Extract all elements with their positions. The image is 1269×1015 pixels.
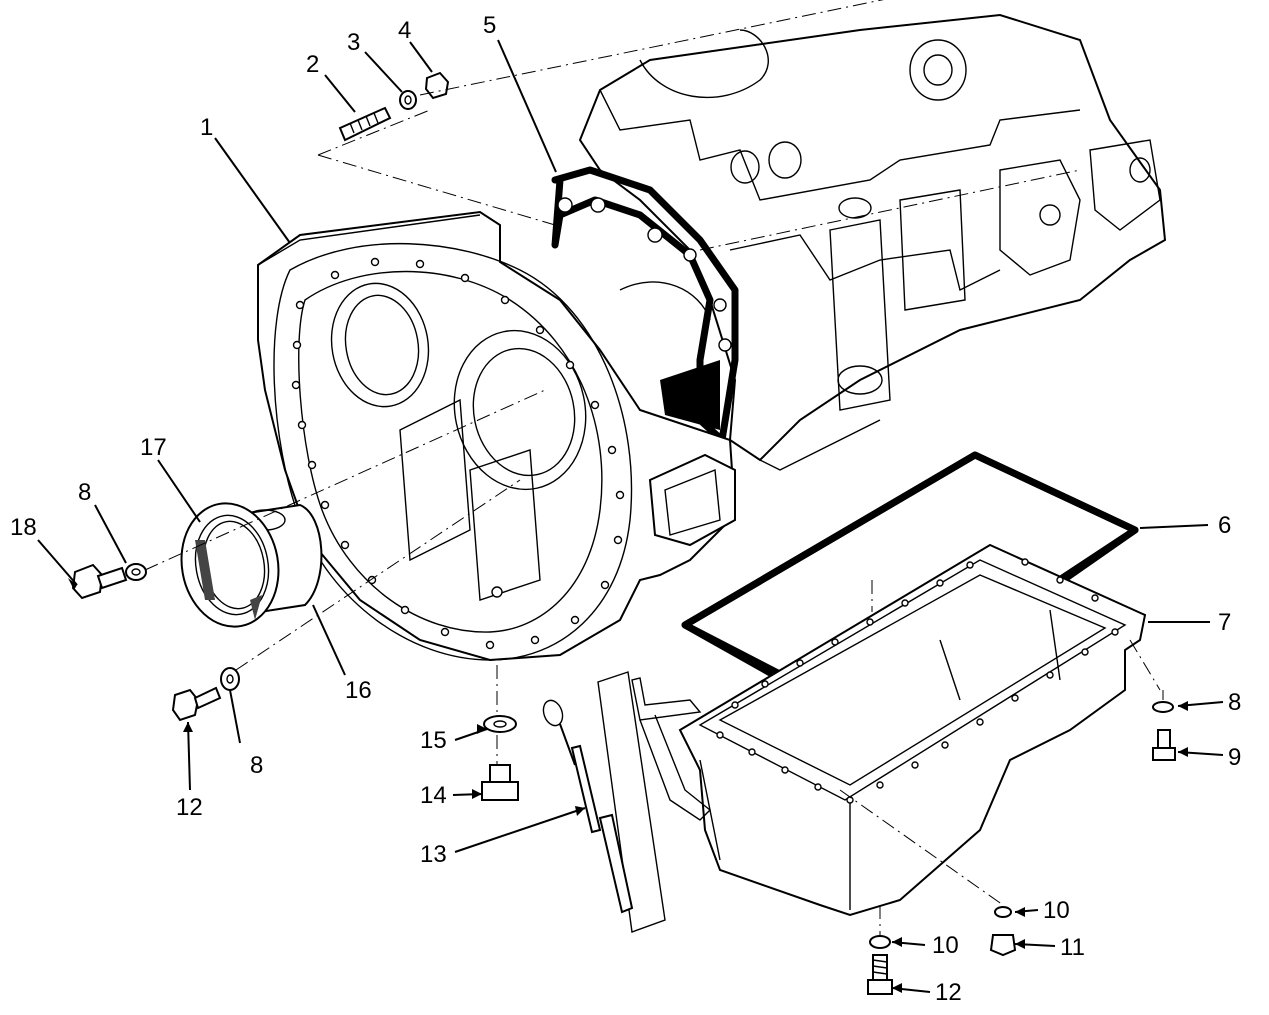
washer-10-upper: [994, 906, 1012, 918]
callout-1: 1: [200, 114, 213, 141]
flywheel-housing: [257, 210, 737, 662]
callout-10-lower: 10: [932, 932, 959, 959]
callout-16: 16: [345, 677, 372, 704]
callout-13: 13: [420, 841, 447, 868]
rear-seal: [180, 502, 280, 628]
oil-pan-bolt-holes: [716, 558, 1119, 804]
callout-4: 4: [398, 17, 411, 44]
housing-bolt-holes: [291, 257, 625, 650]
oil-pan: [631, 543, 1147, 917]
callout-12-left: 12: [176, 794, 203, 821]
callout-6: 6: [1218, 512, 1231, 539]
nut: [424, 71, 450, 100]
arrowheads: [68, 578, 1188, 993]
center-lines: [144, 0, 1164, 935]
bolt-9: [1152, 729, 1176, 761]
washer-8-left-hole: [131, 568, 141, 576]
callout-17: 17: [140, 434, 167, 461]
callout-8-right: 8: [1228, 689, 1241, 716]
callout-9: 9: [1228, 744, 1241, 771]
callout-14: 14: [420, 782, 447, 809]
callout-3: 3: [347, 29, 360, 56]
callout-15: 15: [420, 727, 447, 754]
lock-washer-hole: [404, 95, 412, 105]
callout-8-left: 8: [78, 479, 91, 506]
callout-7: 7: [1218, 609, 1231, 636]
washer-8-lower-hole: [226, 674, 234, 684]
callout-8-lower: 8: [250, 752, 263, 779]
rear-plate-gasket: [551, 166, 739, 444]
callout-2: 2: [306, 51, 319, 78]
dipstick-guide: [597, 671, 666, 933]
callout-labels: 1 2 3 4 5 6 7 8 8 8 9 10 10 11 12 12 13 …: [10, 12, 1241, 1006]
drain-plug-washer-hole: [493, 720, 507, 728]
callout-5: 5: [483, 12, 496, 39]
callout-11: 11: [1060, 934, 1085, 961]
dipstick: [542, 699, 634, 914]
callout-12-bottom: 12: [935, 979, 962, 1006]
bolt-12-bottom: [867, 954, 893, 995]
nut-11: [989, 934, 1017, 957]
callout-10-upper: 10: [1043, 897, 1070, 924]
bolt-18: [71, 563, 128, 600]
bolt-12-left: [171, 686, 222, 722]
callout-18: 18: [10, 514, 37, 541]
stud: [338, 106, 392, 142]
drain-plug: [481, 764, 519, 801]
washer-8-right: [1152, 701, 1174, 713]
washer-10-lower: [869, 935, 891, 949]
engine-block: [578, 13, 1167, 471]
